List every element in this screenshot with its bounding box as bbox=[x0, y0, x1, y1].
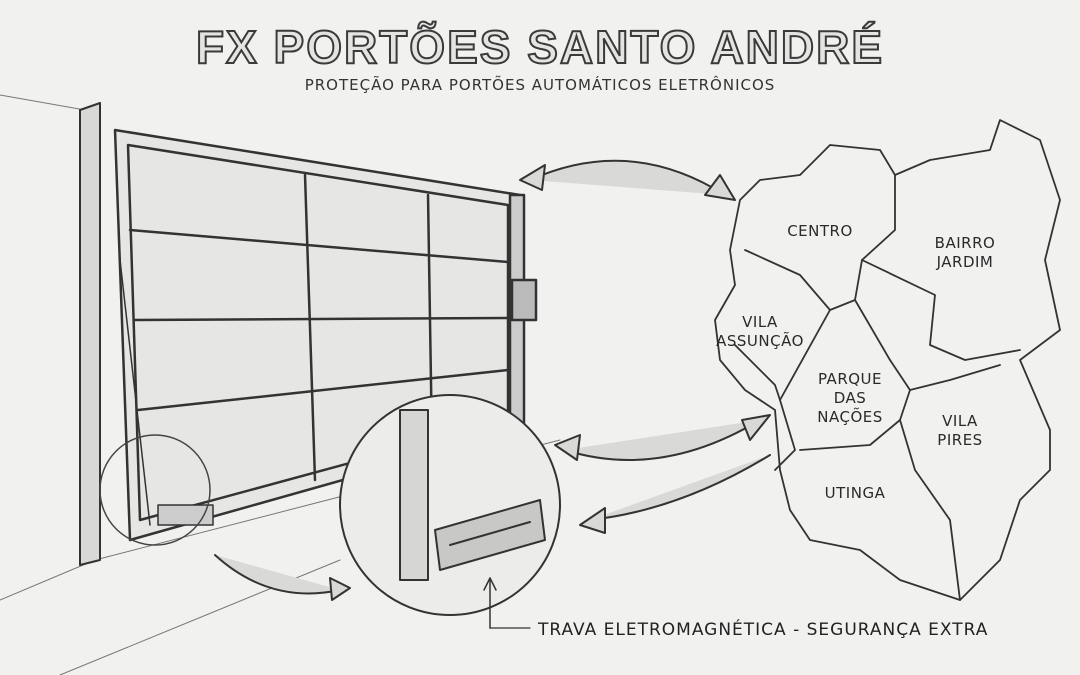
lock-small bbox=[99, 434, 214, 546]
district-label-bairro-jardim: BAIRRO JARDIM bbox=[934, 234, 996, 271]
district-label-parque-das-nacoes: PARQUE DAS NAÇÕES bbox=[817, 370, 883, 426]
district-label-utinga: UTINGA bbox=[824, 484, 886, 502]
zoom-detail-circle bbox=[339, 394, 561, 629]
arrows bbox=[214, 159, 771, 601]
gate-post bbox=[79, 102, 101, 566]
district-label-centro: CENTRO bbox=[787, 222, 853, 240]
district-map bbox=[714, 119, 1061, 601]
district-label-vila-assuncao: VILA ASSUNÇÃO bbox=[716, 313, 804, 350]
district-label-vila-pires: VILA PIRES bbox=[937, 412, 983, 449]
page-subtitle: PROTEÇÃO PARA PORTÕES AUTOMÁTICOS ELETRÔ… bbox=[304, 76, 776, 94]
page-title: FX PORTÕES SANTO ANDRÉ bbox=[195, 20, 885, 74]
lock-caption: TRAVA ELETROMAGNÉTICA - SEGURANÇA EXTRA bbox=[538, 620, 989, 640]
